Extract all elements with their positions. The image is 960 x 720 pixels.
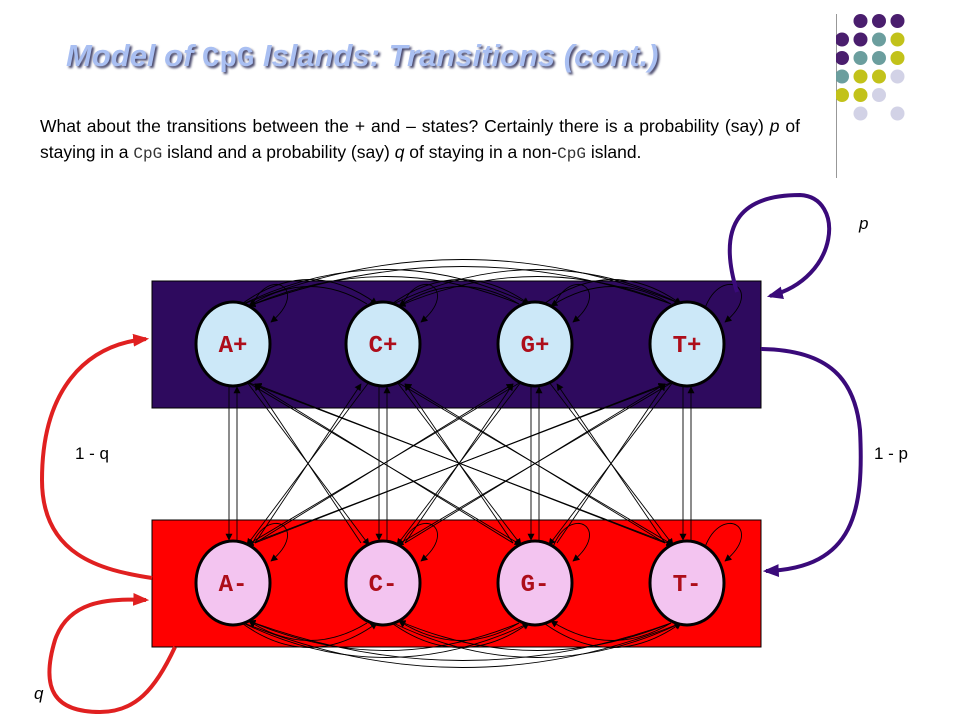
edge-diagonal — [254, 383, 514, 544]
desc-cpg-1: CpG — [133, 145, 163, 163]
deco-dot — [853, 69, 868, 84]
label-one-minus-q: 1 - q — [75, 444, 109, 463]
edge-self-loop-plus — [552, 283, 590, 323]
deco-dot — [853, 106, 868, 121]
state-node-circle — [496, 539, 574, 627]
edge-arc-plus — [550, 286, 672, 307]
state-node-plus: C+ — [344, 300, 422, 388]
deco-dot — [836, 88, 849, 102]
edge-self-loop-minus — [704, 522, 742, 562]
edge-self-loop-minus — [400, 522, 438, 562]
p-self-arrow — [727, 192, 832, 299]
state-node-circle — [344, 539, 422, 627]
desc-cpg-2: CpG — [557, 145, 586, 163]
state-node-plus: A+ — [194, 300, 272, 388]
one-minus-p-arrow — [760, 347, 863, 577]
edge-arc-minus — [398, 620, 672, 651]
state-node-minus: T- — [648, 539, 726, 627]
desc-text-3: island and a probability (say) — [162, 142, 395, 162]
edge-arc-minus — [398, 620, 520, 641]
slide-title: Model of CpG Islands: Transitions (cont.… — [66, 38, 658, 75]
desc-text-5: island. — [585, 142, 642, 162]
state-node-circle — [496, 300, 574, 388]
desc-var-p: p — [769, 116, 780, 136]
edge-arc-minus — [540, 620, 682, 648]
edge-self-loop-minus — [250, 522, 288, 562]
edge-arc-plus — [398, 286, 520, 307]
state-node-label: C- — [369, 572, 398, 599]
deco-dot — [836, 51, 849, 65]
desc-var-q: q — [394, 142, 405, 162]
edge-diagonal — [404, 383, 666, 544]
state-node-label: A- — [219, 572, 248, 599]
edge-arc-plus — [238, 269, 530, 307]
desc-text-2: of staying in a — [40, 116, 800, 162]
edge-diagonal — [556, 383, 666, 544]
transition-edges — [225, 259, 742, 668]
deco-dot — [890, 69, 905, 84]
title-cpg: CpG — [202, 42, 255, 75]
state-node-minus: C- — [344, 539, 422, 627]
edge-arc-plus — [388, 269, 682, 307]
label-q: q — [34, 684, 44, 703]
edge-self-loop-minus — [552, 522, 590, 562]
state-node-circle — [648, 539, 726, 627]
state-node-plus: T+ — [648, 300, 726, 388]
state-node-circle — [648, 300, 726, 388]
state-node-minus: A- — [194, 539, 272, 627]
state-nodes: A+ C+ G+ T+ A- C- G- T- — [194, 300, 726, 627]
one-minus-q-arrow — [39, 333, 153, 580]
deco-dot — [853, 88, 868, 102]
state-node-label: C+ — [369, 333, 398, 360]
state-node-plus: G+ — [496, 300, 574, 388]
state-node-label: G+ — [521, 333, 550, 360]
title-part-2: Islands: Transitions (cont.) — [254, 38, 659, 73]
slide-description: What about the transitions between the +… — [40, 113, 800, 167]
deco-dot — [836, 69, 849, 84]
deco-dot — [853, 14, 868, 28]
edge-arc-plus — [238, 259, 682, 307]
edge-diagonal — [254, 383, 666, 544]
edge-arc-plus — [248, 276, 520, 307]
edge-arc-minus — [388, 620, 682, 658]
deco-dot — [853, 51, 868, 65]
edge-arc-minus — [238, 620, 530, 658]
state-node-circle — [344, 300, 422, 388]
deco-dot — [890, 32, 905, 47]
deco-dot — [853, 32, 868, 47]
edge-arc-minus — [550, 620, 672, 641]
deco-dot — [890, 14, 905, 28]
edge-arc-plus — [398, 276, 672, 307]
state-node-label: T- — [673, 572, 702, 599]
state-node-label: A+ — [219, 333, 248, 360]
deco-dots — [836, 14, 905, 121]
state-node-circle — [194, 300, 272, 388]
edge-diagonal — [254, 383, 362, 544]
edge-arc-plus — [540, 279, 682, 307]
title-part-1: Model of — [66, 38, 203, 73]
edge-self-loop-plus — [250, 283, 288, 323]
deco-dot — [836, 32, 849, 47]
edge-arc-minus — [238, 620, 682, 668]
deco-dot — [872, 32, 886, 47]
state-node-label: T+ — [673, 333, 702, 360]
deco-dot — [872, 69, 886, 84]
q-self-arrow — [47, 592, 177, 715]
deco-dot — [872, 51, 886, 65]
label-p: p — [858, 214, 868, 233]
edge-arc-minus — [248, 620, 520, 651]
desc-text-4: of staying in a non- — [404, 142, 558, 162]
decorative-dot-grid — [836, 14, 905, 178]
edge-self-loop-plus — [400, 283, 438, 323]
deco-dot — [890, 106, 905, 121]
deco-dot — [890, 51, 905, 65]
state-node-label: G- — [521, 572, 550, 599]
state-node-circle — [194, 539, 272, 627]
label-one-minus-p: 1 - p — [874, 444, 908, 463]
state-node-minus: G- — [496, 539, 574, 627]
deco-dot — [872, 88, 886, 102]
deco-dot — [872, 14, 886, 28]
desc-text-1: What about the transitions between the +… — [40, 116, 770, 136]
